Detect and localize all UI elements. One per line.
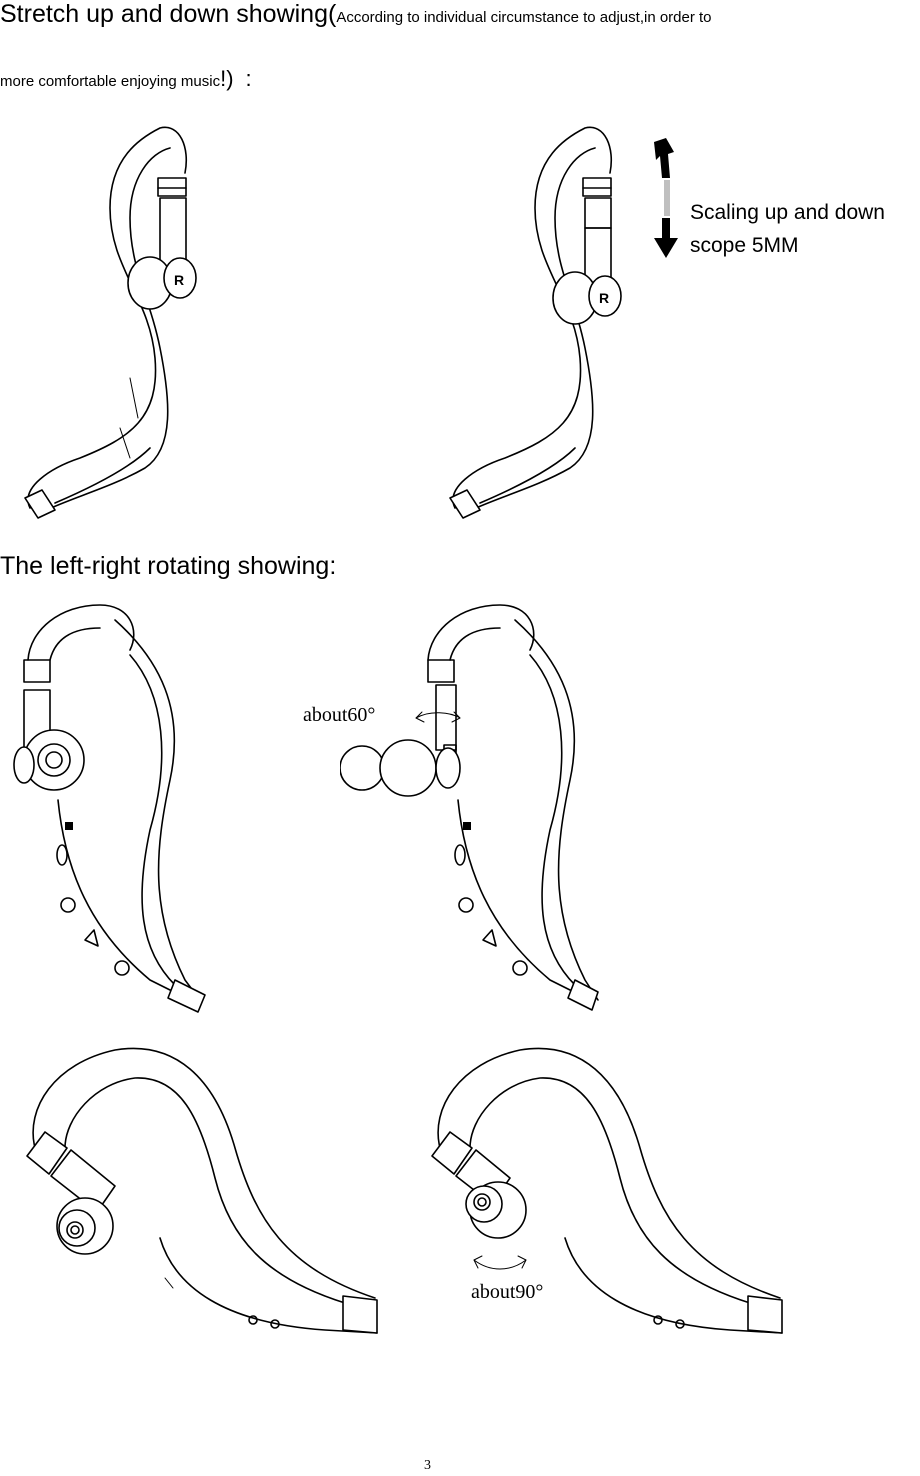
earpiece-mark-r: R [174, 272, 184, 288]
scaling-note-line1: Scaling up and down [690, 201, 885, 224]
headset-figure-stretch-extended: R [449, 126, 622, 519]
double-arrow-icon [654, 138, 678, 258]
scaling-note-line2: scope 5MM [690, 234, 799, 257]
section-title-stretch: Stretch up and down showing(According to… [0, 0, 712, 29]
headset-figure-rotate-front [13, 604, 206, 1013]
headset-figure-stretch-normal: R [24, 126, 197, 519]
title-open-paren: ( [328, 0, 337, 28]
section-title-rotate: The left-right rotating showing: [0, 552, 337, 580]
title-close: !) [220, 66, 234, 91]
section-title-stretch-line2: more comfortable enjoying music!): [0, 66, 252, 92]
page-number: 3 [424, 1458, 431, 1473]
scaling-note: Scaling up and down scope 5MM [690, 196, 885, 262]
title-colon: : [245, 66, 252, 91]
rotation-label-90: about90° [471, 1281, 544, 1303]
headset-figure-rotate-60 [340, 604, 599, 1011]
headset-figure-rotate-back [26, 1047, 378, 1334]
title-note-line2: more comfortable enjoying music [0, 73, 221, 90]
rotation-label-60: about60° [303, 704, 376, 726]
earpiece-mark-r-2: R [599, 290, 609, 306]
headset-figure-rotate-90 [431, 1047, 783, 1334]
title-main: Stretch up and down showing [0, 0, 328, 28]
title-note: According to individual circumstance to … [336, 9, 712, 26]
